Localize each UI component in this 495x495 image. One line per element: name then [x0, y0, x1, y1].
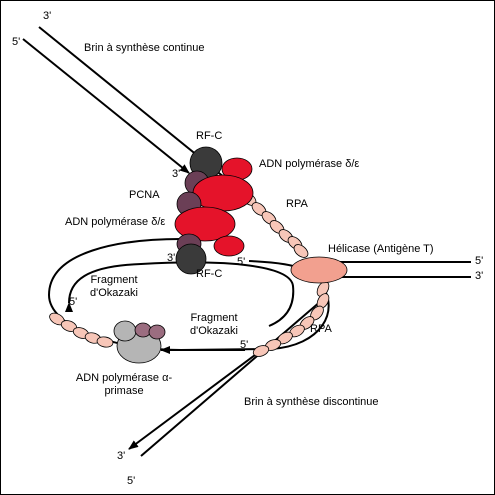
label-rfc-bottom: RF-C — [196, 268, 223, 280]
label-rfc-top: RF-C — [196, 130, 223, 142]
label-rpa-right: RPA — [310, 323, 332, 335]
label-3-top: 3' — [172, 168, 181, 180]
label-5-mid: 5' — [237, 256, 246, 268]
label-lead-top-5: 5' — [12, 36, 21, 48]
label-right-3: 3' — [475, 270, 484, 282]
primase-complex — [113, 320, 166, 364]
label-lagging-strand: Brin à synthèse discontinue — [244, 396, 379, 408]
label-okazaki-upper: Fragment d'Okazaki — [90, 274, 138, 299]
label-pcna: PCNA — [129, 189, 160, 201]
leading-new-strand — [22, 38, 190, 174]
label-right-5: 5' — [475, 255, 484, 267]
helicase-shape — [290, 256, 348, 284]
label-leading-strand: Brin à synthèse continue — [84, 42, 205, 54]
upper-polymerase-complex — [184, 146, 254, 212]
label-rpa-top: RPA — [286, 198, 308, 210]
lagging-template-strand — [140, 300, 322, 457]
label-bottom-5: 5' — [127, 475, 136, 487]
label-lead-top-3: 3' — [43, 10, 52, 22]
label-helicase: Hélicase (Antigène T) — [328, 243, 434, 255]
label-3-mid: 3' — [167, 252, 176, 264]
rpa-chain-left — [49, 312, 114, 348]
rpa-chain-lower — [252, 281, 330, 357]
label-5-lower: 5' — [240, 339, 249, 351]
lower-polymerase-complex — [174, 191, 245, 275]
label-pol-delta-top: ADN polymérase δ/ε — [259, 158, 360, 170]
label-primase: ADN polymérase α- primase — [75, 372, 173, 397]
label-loop-5: 5' — [69, 296, 78, 308]
okazaki-inner-strand — [64, 261, 295, 327]
label-bottom-3: 3' — [117, 450, 126, 462]
label-pol-delta-left: ADN polymérase δ/ε — [65, 216, 166, 228]
lagging-new-strand — [128, 348, 264, 450]
label-okazaki-lower: Fragment d'Okazaki — [190, 312, 238, 337]
